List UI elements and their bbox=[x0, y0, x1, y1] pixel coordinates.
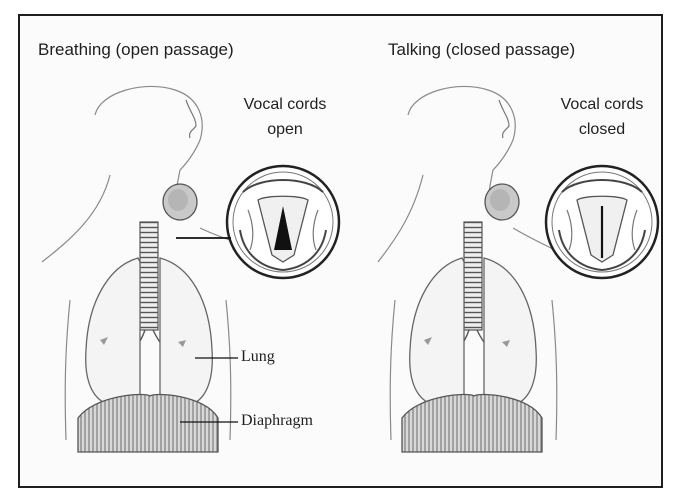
left-lung bbox=[86, 258, 140, 405]
head-outline bbox=[408, 86, 515, 200]
vocal-cords-closed-line1: Vocal cords bbox=[543, 92, 661, 117]
neck-outline bbox=[42, 175, 110, 262]
vocal-cords-open-line1: Vocal cords bbox=[226, 92, 344, 117]
face-profile bbox=[499, 100, 509, 138]
diaphragm bbox=[402, 395, 542, 452]
trachea bbox=[464, 222, 482, 330]
trachea bbox=[140, 222, 158, 330]
head-outline bbox=[95, 86, 202, 200]
neck-outline bbox=[378, 175, 423, 262]
torso-outline bbox=[65, 300, 70, 440]
vocal-cords-open-label: Vocal cords open bbox=[226, 92, 344, 142]
diaphragm bbox=[78, 395, 218, 452]
lung-callout: Lung bbox=[241, 348, 275, 366]
vocal-cords-closed-line2: closed bbox=[543, 117, 661, 142]
right-lung bbox=[484, 258, 536, 405]
vocal-cords-open-inset bbox=[227, 166, 339, 278]
talking-title: Talking (closed passage) bbox=[388, 40, 575, 60]
torso-outline bbox=[390, 300, 395, 440]
vocal-cords-closed-label: Vocal cords closed bbox=[543, 92, 661, 142]
vocal-cords-closed-inset bbox=[546, 166, 658, 278]
diaphragm-callout: Diaphragm bbox=[241, 412, 313, 430]
left-lung bbox=[410, 258, 464, 405]
face-profile bbox=[186, 100, 196, 138]
vocal-cords-open-line2: open bbox=[226, 117, 344, 142]
right-lung bbox=[160, 258, 212, 405]
breathing-title: Breathing (open passage) bbox=[38, 40, 234, 60]
